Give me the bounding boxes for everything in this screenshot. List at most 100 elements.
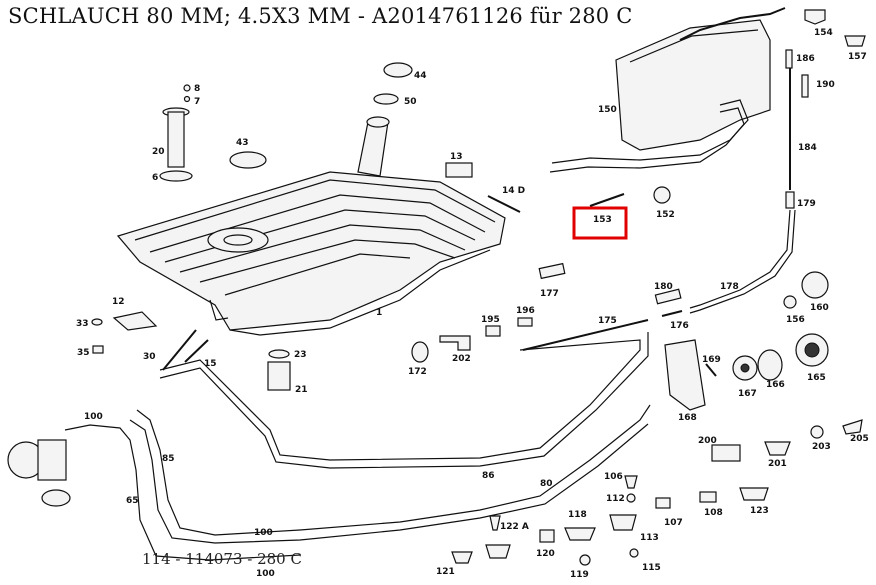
label-part-20: 20 — [152, 147, 165, 157]
label-part-65: 65 — [126, 496, 139, 506]
clamp-121[interactable] — [451, 551, 473, 564]
label-part-175: 175 — [598, 316, 617, 326]
hose-190[interactable] — [801, 74, 809, 98]
nut-35[interactable] — [92, 345, 104, 354]
part-labels: 1 6 7 8 12 13 14 D 15 20 21 23 30 33 35 … — [76, 28, 869, 580]
clip-108[interactable] — [699, 491, 717, 503]
cap-172[interactable] — [411, 341, 429, 363]
catalog-reference: 114 - 114073 - 280 C — [142, 550, 302, 568]
label-part-14d: 14 D — [502, 186, 525, 196]
label-part-201: 201 — [768, 459, 787, 469]
part-205[interactable] — [842, 419, 863, 435]
label-part-107: 107 — [664, 518, 683, 528]
label-part-33: 33 — [76, 319, 89, 329]
label-part-35: 35 — [77, 348, 90, 358]
stud-30[interactable] — [162, 329, 197, 371]
fuel-lines[interactable] — [64, 332, 651, 561]
label-part-167: 167 — [738, 389, 757, 399]
label-part-177: 177 — [540, 289, 559, 299]
bracket-118[interactable] — [564, 527, 596, 541]
highlight-box — [572, 206, 628, 240]
label-part-169: 169 — [702, 355, 721, 365]
hose-176[interactable] — [661, 310, 683, 317]
part-156[interactable] — [783, 295, 797, 309]
plate-12[interactable] — [112, 311, 158, 331]
label-part-80: 80 — [540, 479, 553, 489]
label-part-115: 115 — [642, 563, 661, 573]
hose-179[interactable] — [785, 191, 795, 209]
line-178[interactable] — [689, 209, 791, 309]
hose-177[interactable] — [538, 262, 566, 280]
label-part-180: 180 — [654, 282, 673, 292]
label-part-184: 184 — [798, 143, 817, 153]
label-part-108: 108 — [704, 508, 723, 518]
hose-180[interactable] — [654, 288, 682, 305]
label-part-12: 12 — [112, 297, 125, 307]
hose-14d[interactable] — [487, 195, 521, 213]
hose-186[interactable] — [785, 49, 793, 69]
cover-166[interactable] — [757, 349, 783, 381]
label-part-21: 21 — [295, 385, 308, 395]
clip-107[interactable] — [655, 497, 671, 509]
bolt-122a[interactable] — [489, 515, 501, 531]
screw-169[interactable] — [705, 363, 717, 377]
clamp-13[interactable] — [445, 162, 473, 178]
washer-112[interactable] — [626, 493, 636, 503]
pump-21[interactable] — [267, 349, 291, 391]
part-115[interactable] — [629, 548, 639, 558]
label-part-120: 120 — [536, 549, 555, 559]
label-part-8: 8 — [194, 84, 200, 94]
clamp-113[interactable] — [609, 514, 637, 531]
valve-160[interactable] — [801, 271, 829, 299]
wheel-167[interactable] — [732, 355, 758, 381]
label-part-160: 160 — [810, 303, 829, 313]
label-part-44: 44 — [414, 71, 427, 81]
bracket-125[interactable] — [485, 544, 511, 559]
bracket-201[interactable] — [764, 441, 791, 456]
label-part-6: 6 — [152, 173, 158, 183]
clip-157[interactable] — [844, 35, 866, 47]
label-part-15: 15 — [204, 359, 217, 369]
label-part-153: 153 — [593, 215, 612, 225]
clip-195[interactable] — [485, 325, 501, 337]
bracket-123[interactable] — [739, 487, 769, 501]
part-203[interactable] — [810, 425, 824, 439]
label-part-195: 195 — [481, 315, 500, 325]
clip-120[interactable] — [539, 529, 555, 543]
hose-196[interactable] — [517, 317, 533, 327]
label-part-112: 112 — [606, 494, 625, 504]
label-part-122a: 122 A — [500, 522, 529, 532]
screw-119[interactable] — [579, 554, 591, 566]
sender-unit[interactable] — [159, 84, 193, 182]
label-part-1: 1 — [376, 308, 382, 318]
reservoir-tank[interactable] — [549, 7, 786, 173]
part-106[interactable] — [624, 475, 638, 489]
label-part-202: 202 — [452, 354, 471, 364]
valve-165[interactable] — [795, 333, 829, 367]
label-part-176: 176 — [670, 321, 689, 331]
label-part-118: 118 — [568, 510, 587, 520]
line-175[interactable] — [522, 319, 649, 351]
bracket-202[interactable] — [439, 335, 471, 351]
label-part-203: 203 — [812, 442, 831, 452]
fuel-pump[interactable] — [7, 439, 71, 507]
label-part-23: 23 — [294, 350, 307, 360]
label-part-43: 43 — [236, 138, 249, 148]
bolt-15[interactable] — [184, 339, 209, 363]
bracket-168[interactable] — [664, 339, 706, 411]
label-part-178: 178 — [720, 282, 739, 292]
fuel-tank[interactable] — [116, 116, 506, 336]
connector-200[interactable] — [711, 444, 741, 462]
clip-154[interactable] — [804, 9, 826, 25]
ring-50[interactable] — [373, 93, 399, 105]
nut-33[interactable] — [91, 318, 103, 326]
label-part-85: 85 — [162, 454, 175, 464]
label-part-123: 123 — [750, 506, 769, 516]
cap-152[interactable] — [653, 186, 671, 204]
diagram-title: SCHLAUCH 80 MM; 4.5X3 MM - A2014761126 f… — [8, 4, 633, 28]
seal-44[interactable] — [383, 62, 413, 78]
label-part-106: 106 — [604, 472, 623, 482]
grommet-43[interactable] — [229, 151, 267, 169]
hose-153[interactable] — [589, 193, 625, 207]
label-part-190: 190 — [816, 80, 835, 90]
